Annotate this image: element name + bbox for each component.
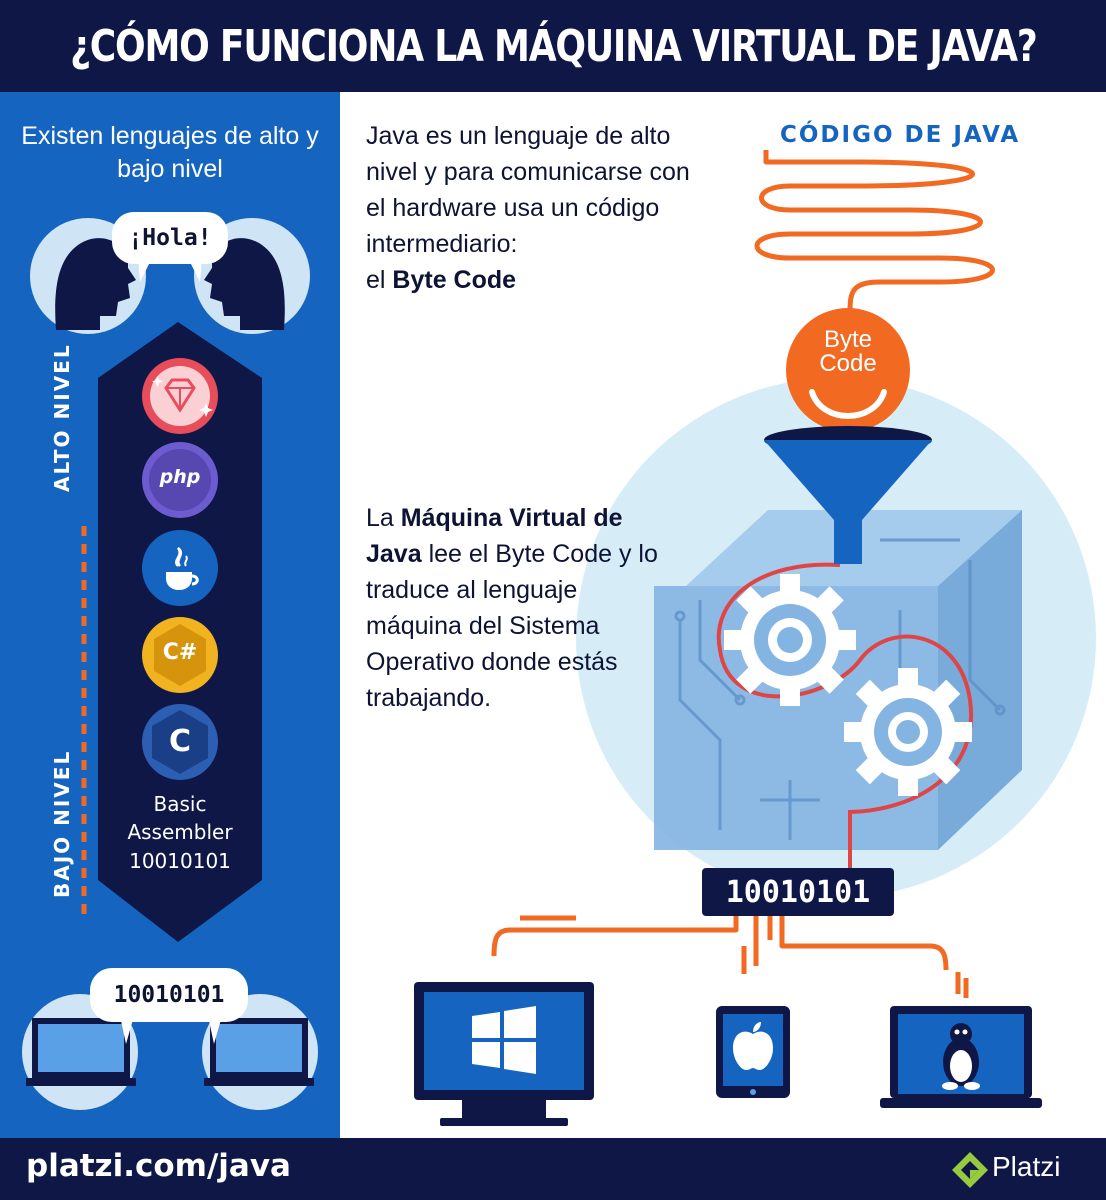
csharp-icon-label: C# bbox=[162, 640, 198, 665]
java-code-title: CÓDIGO DE JAVA bbox=[780, 122, 1021, 148]
linux-tux-icon bbox=[880, 1006, 1042, 1108]
language-column bbox=[98, 322, 262, 942]
csharp-icon bbox=[142, 617, 218, 693]
low-language-assembler: Assembler bbox=[127, 820, 233, 844]
bytecode-label-line2: Code bbox=[819, 350, 877, 377]
binary-output-box: 10010101 bbox=[702, 868, 894, 916]
greeting-text: ¡Hola! bbox=[128, 225, 212, 251]
gear-icon bbox=[724, 574, 856, 706]
php-icon-label: php bbox=[159, 466, 201, 488]
level-scale-line bbox=[81, 526, 87, 920]
binary-speech-bubble: 10010101 bbox=[90, 968, 248, 1022]
c-icon-label: C bbox=[168, 724, 192, 759]
computers-illustration bbox=[22, 994, 318, 1110]
platzi-java-link[interactable]: platzi.com/java bbox=[26, 1148, 291, 1184]
jvm-highlight: Máquina Virtual de Java bbox=[366, 504, 623, 568]
languages-intro-text: Existen lenguajes de alto y bajo nivel bbox=[21, 122, 319, 183]
bytecode-label-line1: Byte bbox=[823, 326, 873, 353]
java-description-text: Java es un lenguaje de alto nivel y para… bbox=[366, 118, 706, 298]
c-language-icon bbox=[142, 704, 218, 780]
binary-output-text: 10010101 bbox=[725, 874, 871, 910]
java-description-el: el bbox=[366, 266, 393, 294]
php-icon bbox=[142, 442, 218, 518]
low-language-basic: Basic bbox=[153, 792, 207, 816]
binary-bubble-text: 10010101 bbox=[113, 982, 225, 1008]
byte-code-highlight: Byte Code bbox=[392, 266, 517, 294]
platzi-logo-icon bbox=[952, 1152, 988, 1188]
jvm-description-la: La bbox=[366, 504, 401, 532]
ruby-icon bbox=[142, 358, 218, 434]
greeting-speech-bubble: ¡Hola! bbox=[112, 212, 228, 264]
low-language-binary: 10010101 bbox=[129, 849, 231, 873]
platzi-brand-text: Platzi bbox=[992, 1151, 1061, 1182]
java-description-main: Java es un lenguaje de alto nivel y para… bbox=[366, 122, 690, 258]
jvm-description-text: La Máquina Virtual de Java lee el Byte C… bbox=[366, 500, 666, 716]
footer-bar: platzi.com/java Platzi bbox=[0, 1138, 1106, 1200]
jvm-description-rest: lee el Byte Code y lo traduce al lenguaj… bbox=[366, 540, 658, 712]
gear-icon bbox=[844, 668, 972, 796]
windows-icon bbox=[414, 982, 594, 1126]
page-title: ¿CÓMO FUNCIONA LA MÁQUINA VIRTUAL DE JAV… bbox=[69, 20, 1038, 72]
apple-icon bbox=[716, 1006, 790, 1098]
talking-heads-illustration bbox=[30, 218, 310, 334]
header-bar: ¿CÓMO FUNCIONA LA MÁQUINA VIRTUAL DE JAV… bbox=[0, 0, 1106, 92]
java-icon bbox=[142, 530, 218, 606]
